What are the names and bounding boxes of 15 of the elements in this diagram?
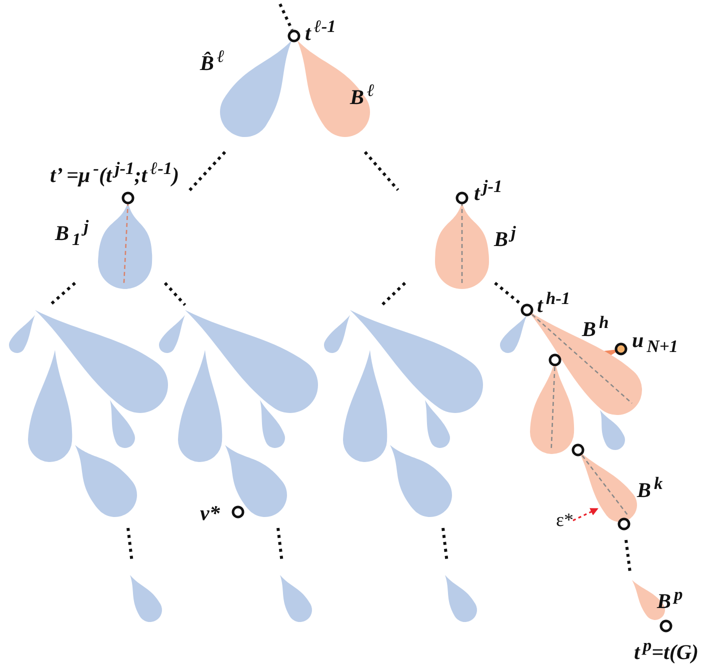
math-label: t$^{p}$=t(G)	[634, 637, 699, 663]
math-label: B$^{h}$	[582, 314, 609, 340]
math-label: t$^{ℓ-1}$	[305, 18, 336, 44]
math-label: B$^{ℓ}$	[350, 82, 374, 108]
math-label: t$^{j-1}$	[474, 178, 502, 204]
math-label: B$^{j}$	[494, 224, 516, 250]
math-label: u$_{N+1}$	[632, 330, 678, 356]
math-label: t$^{h-1}$	[537, 290, 570, 316]
math-label: v*	[200, 503, 220, 524]
math-label: B$^{p}$	[657, 586, 683, 612]
math-label: ε*	[556, 511, 574, 530]
arrow	[572, 508, 598, 522]
math-label: B̂$^{ℓ}$	[200, 48, 224, 74]
math-label: B$^{k}$	[637, 475, 663, 501]
math-label: t’ =μ$^{-}$(t$^{j-1}$;t$^{ℓ-1}$)	[50, 160, 180, 186]
